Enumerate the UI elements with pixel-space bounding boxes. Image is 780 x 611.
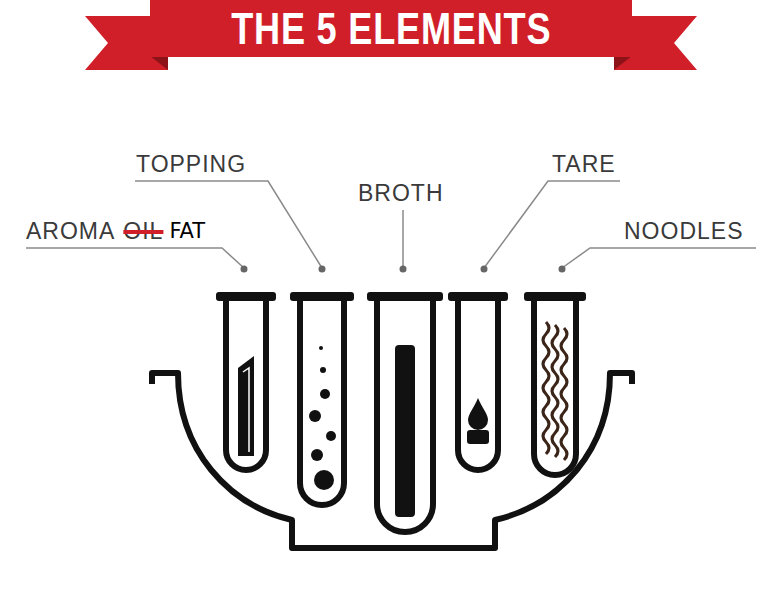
tare-drop [467,398,489,444]
leader-line [402,210,404,268]
noodle-strand [543,322,549,454]
leader-line [26,181,756,268]
broth-content [395,345,415,517]
aroma-oil-content [238,356,254,456]
noodle-strands [543,322,567,460]
leader-dot [400,266,407,273]
leader-dot [481,266,488,273]
topping-bubbles [309,346,336,490]
element-label: FAT [169,218,205,244]
tube-lip [367,292,443,301]
aroma-oil-content [243,368,249,452]
leader-line [26,248,244,268]
test-tube [534,300,576,475]
tube-lip [448,292,508,301]
tare-drop [468,398,488,430]
test-tube [226,300,266,470]
noodle-strand [561,328,567,460]
tube-lip [524,292,586,301]
element-label: AROMA [26,218,115,244]
element-label: NOODLES [624,218,743,244]
leader-line [562,248,756,268]
topping-bubbles [309,410,321,422]
banner-title: THE 5 ELEMENTS [150,3,632,55]
test-tube [377,300,433,532]
tube-lip [216,292,586,301]
noodle-strand [552,325,558,457]
tube-lip [216,292,276,301]
ribbon-banner [614,56,632,70]
ribbon-banner [150,56,168,70]
element-label: OIL [123,218,163,244]
banner-title-text: THE 5 ELEMENTS [231,3,551,55]
tube-lip [290,292,354,301]
test-tube [458,300,498,470]
element-label: TARE [552,151,616,177]
leader-dot [241,266,566,273]
leader-dot [319,266,326,273]
topping-bubbles [320,389,330,399]
topping-bubbles [314,470,334,490]
aroma-oil-content [238,356,254,456]
element-label: BROTH [358,180,444,206]
ribbon-banner [150,0,632,57]
ribbon-banner [85,0,697,70]
leader-dot [559,266,566,273]
test-tube [300,300,344,505]
broth-content [395,345,415,517]
tare-drop [467,430,489,444]
test-tube [226,300,576,532]
topping-bubbles [320,367,326,373]
topping-bubbles [326,431,336,441]
leader-line [484,181,620,268]
topping-bubbles [319,346,323,350]
topping-bubbles [311,449,323,461]
leader-dot [241,266,248,273]
element-label: TOPPING [136,151,246,177]
